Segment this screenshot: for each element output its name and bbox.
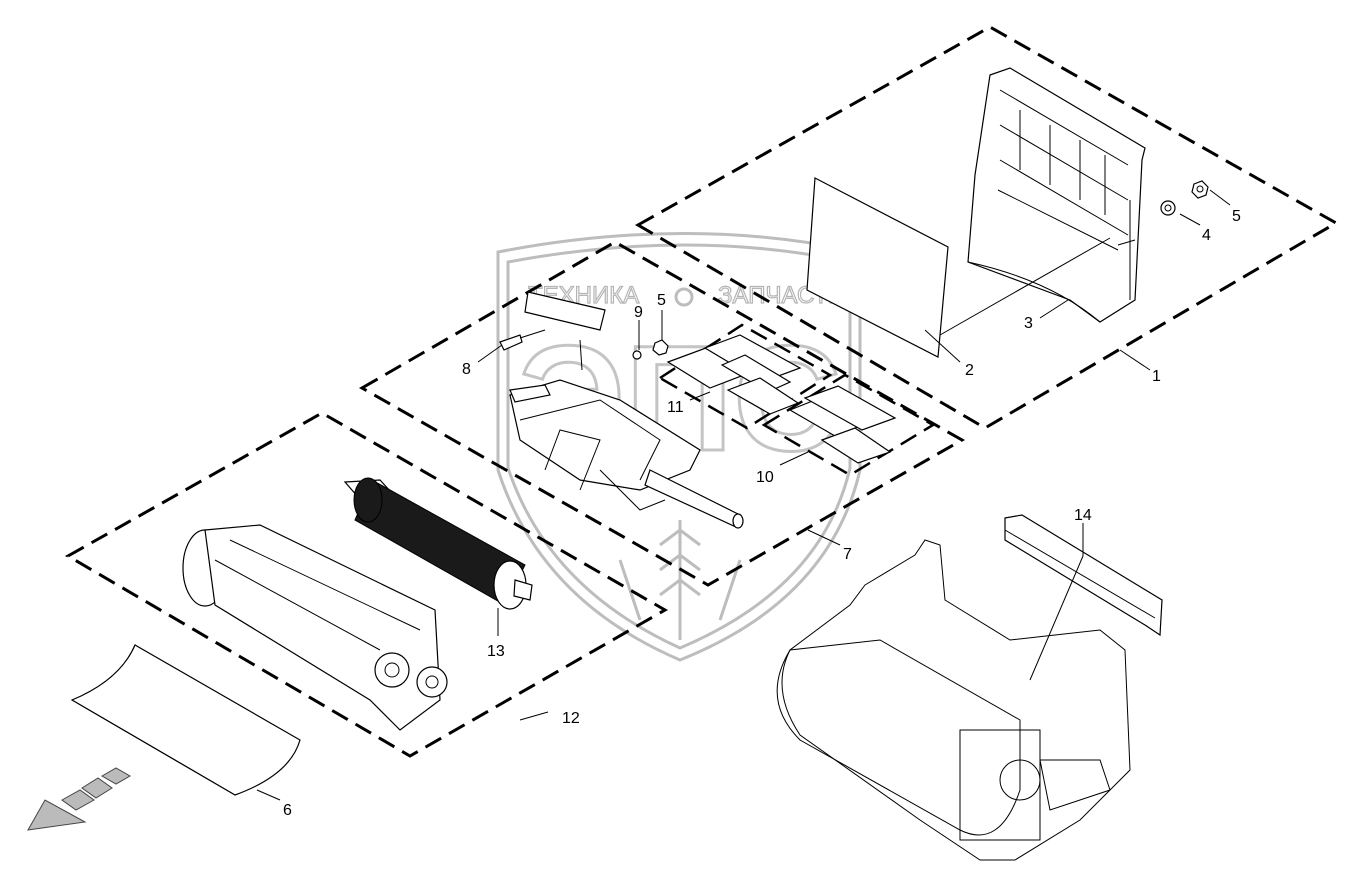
hood-assembly xyxy=(776,539,1131,861)
plate-part-upper xyxy=(524,291,606,331)
plate-set-outline-11 xyxy=(657,323,833,430)
callout-5-right: 5 xyxy=(1232,208,1241,225)
wear-plate-part-10 xyxy=(788,385,897,464)
callout-7: 7 xyxy=(843,546,852,563)
group-7-outline xyxy=(358,240,966,587)
callout-2: 2 xyxy=(965,362,974,379)
strip-part-14 xyxy=(1004,514,1163,637)
direction-arrow xyxy=(27,767,132,831)
curved-sheet-part-6 xyxy=(70,644,301,796)
leader-lines xyxy=(256,189,1231,801)
callout-14: 14 xyxy=(1074,507,1092,524)
callout-10: 10 xyxy=(756,469,774,486)
callout-4: 4 xyxy=(1202,227,1211,244)
washer-part-4 xyxy=(1160,200,1176,216)
housing-assembly xyxy=(182,524,448,731)
callout-11: 11 xyxy=(667,399,684,416)
callout-12: 12 xyxy=(562,710,580,727)
group-12-outline xyxy=(64,411,669,758)
wear-plate-part-11 xyxy=(666,334,802,415)
roller-part-13 xyxy=(343,477,533,610)
gear-icon xyxy=(674,287,694,307)
bolt-part-8 xyxy=(499,329,546,351)
flat-sheet-part-2 xyxy=(806,177,949,358)
washer-part-9 xyxy=(632,350,642,360)
callout-9: 9 xyxy=(634,304,643,321)
callout-5-middle: 5 xyxy=(657,292,666,309)
rotor-assembly xyxy=(509,291,744,529)
plate-set-outline-10 xyxy=(761,373,936,477)
callout-8: 8 xyxy=(462,361,471,378)
nut-part-5 xyxy=(1191,180,1209,199)
callout-6: 6 xyxy=(283,802,292,819)
callout-13: 13 xyxy=(487,643,505,660)
rear-panel-part-3 xyxy=(967,67,1146,323)
callout-1: 1 xyxy=(1152,368,1161,385)
callout-3: 3 xyxy=(1024,315,1033,332)
